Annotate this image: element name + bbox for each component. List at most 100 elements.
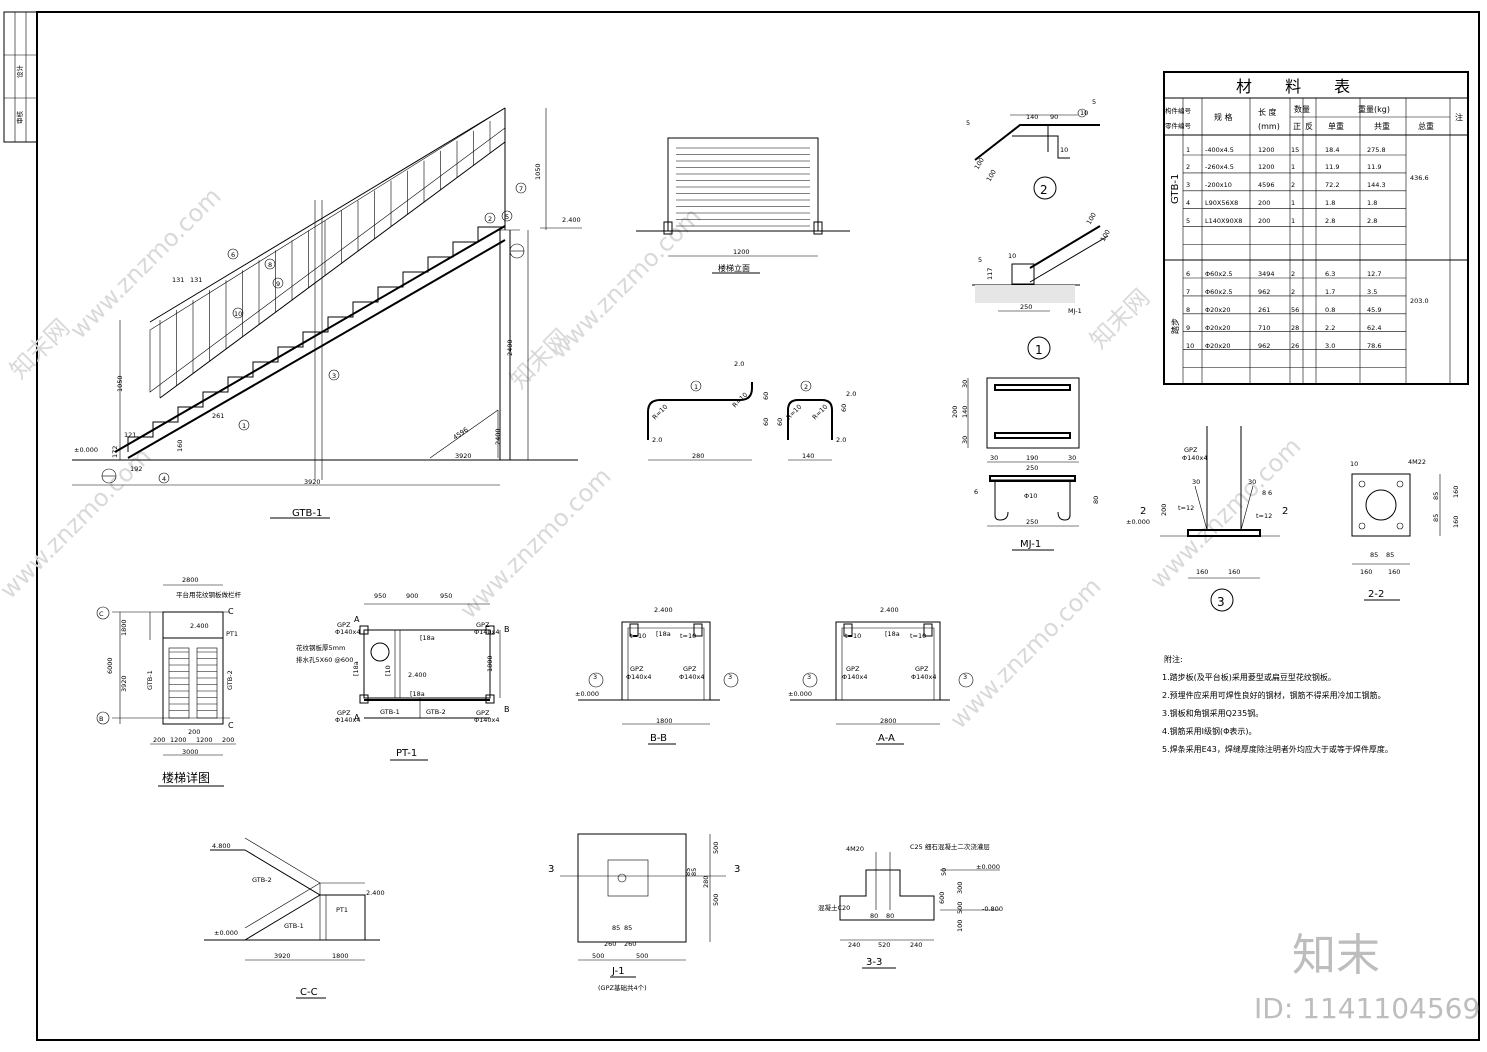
table-cell: 9 bbox=[1186, 324, 1190, 332]
gtb1-dim-131a: 131 bbox=[172, 276, 184, 284]
j1-85a: 85 bbox=[684, 868, 692, 876]
s33-240b: 240 bbox=[910, 941, 922, 949]
elev-dim-1200: 1200 bbox=[733, 248, 750, 256]
step-r10b: R=10 bbox=[731, 391, 750, 410]
elev-title: 楼梯立面 bbox=[718, 263, 750, 273]
table-group2-total: 203.0 bbox=[1410, 297, 1429, 305]
s33-title: 3-3 bbox=[866, 957, 882, 968]
s22-160d: 160 bbox=[1388, 568, 1400, 576]
table-group1: GTB-1 bbox=[1170, 174, 1181, 204]
pt1-g2: GTB-2 bbox=[426, 708, 446, 716]
table-h-spec: 规 格 bbox=[1214, 112, 1233, 122]
step-d60a: 60 bbox=[762, 392, 770, 400]
note-2: 2.预埋件应采用可焊性良好的钢材，钢筋不得采用冷加工钢筋。 bbox=[1162, 690, 1386, 700]
table-cell: Φ20x20 bbox=[1205, 342, 1231, 350]
plan-sec-c1: C bbox=[228, 607, 234, 616]
table-cell: 3 bbox=[1186, 181, 1190, 189]
plan-g1: GTB-1 bbox=[146, 670, 154, 690]
plan-d6000: 6000 bbox=[106, 657, 114, 674]
d1-250: 250 bbox=[1020, 303, 1032, 311]
table-cell: 2 bbox=[1291, 270, 1295, 278]
s22-m22: 4M22 bbox=[1408, 458, 1426, 466]
table-cell: L140X90X8 bbox=[1205, 217, 1242, 225]
table-h-len-unit: (mm) bbox=[1258, 122, 1280, 131]
table-cell: -400x4.5 bbox=[1205, 146, 1234, 154]
d3-gpzsize: Φ140x4 bbox=[1182, 454, 1208, 462]
j1-s3b: 3 bbox=[734, 864, 740, 875]
table-cell: 2 bbox=[1186, 163, 1190, 171]
table-cell: 1.8 bbox=[1325, 199, 1335, 207]
aa-c3b: 3 bbox=[963, 673, 967, 681]
d3-160b: 160 bbox=[1228, 568, 1240, 576]
d3-t12a: t=12 bbox=[1178, 504, 1194, 512]
d1-100b: 100 bbox=[1099, 228, 1112, 243]
table-cell: 2.8 bbox=[1367, 217, 1377, 225]
gtb1-dim-160: 160 bbox=[176, 440, 184, 452]
plan-d3920: 3920 bbox=[120, 675, 128, 692]
table-cell: 2.2 bbox=[1325, 324, 1335, 332]
table-cell: Φ60x2.5 bbox=[1205, 270, 1233, 278]
j1-500a: 500 bbox=[712, 842, 720, 854]
watermark-site-4: www.znzmo.com bbox=[454, 462, 616, 624]
j1-s3a: 3 bbox=[548, 864, 554, 875]
d3-30a: 30 bbox=[1192, 478, 1200, 486]
gtb1-balloon-6: 6 bbox=[231, 251, 235, 259]
gtb1-dim-121: 121 bbox=[124, 431, 136, 439]
plan-axis-c: C bbox=[99, 610, 104, 618]
mj1-d30d: 30 bbox=[1068, 454, 1076, 462]
table-cell: 1.7 bbox=[1325, 288, 1335, 296]
gtb1-balloon-7: 7 bbox=[519, 185, 523, 193]
d1-117: 117 bbox=[986, 268, 994, 280]
gtb1-balloon-10: 10 bbox=[234, 310, 242, 318]
pt1-plate: 花纹钢板厚5mm bbox=[296, 643, 345, 652]
pt1-gpz1s: Φ140x4 bbox=[335, 628, 361, 636]
pt1-lvl: 2.400 bbox=[408, 671, 427, 679]
gtb1-dim-3920b: 3920 bbox=[455, 452, 472, 460]
bb-gpz1s: Φ140x4 bbox=[626, 673, 652, 681]
d2-5b: 5 bbox=[1092, 98, 1096, 106]
cc-title: C-C bbox=[300, 987, 318, 998]
aa-c18a: [18a bbox=[885, 630, 900, 638]
table-cell: 962 bbox=[1258, 342, 1270, 350]
cc-pt: PT1 bbox=[336, 906, 348, 914]
bb-lvl: 2.400 bbox=[654, 606, 673, 614]
pt1-c18a: [18a bbox=[420, 634, 435, 642]
d2-10: 10 bbox=[1060, 146, 1068, 154]
gtb1-balloon-5: 5 bbox=[505, 213, 509, 221]
step-balloon-2: 2 bbox=[804, 383, 808, 391]
s33-500: 500 bbox=[956, 902, 964, 914]
d2-140: 140 bbox=[1026, 113, 1038, 121]
gtb1-dim-2400v: 2400 bbox=[506, 339, 514, 356]
gtb1-balloon-2: 2 bbox=[488, 215, 492, 223]
step-r10c: R=10 bbox=[785, 403, 804, 422]
table-cell: 1200 bbox=[1258, 146, 1275, 154]
section-bb: 2.400 [18a t=10 t=10 GPZ Φ140x4 GPZ Φ140… bbox=[575, 606, 739, 745]
pt1-sec-b1: B bbox=[504, 625, 510, 634]
table-cell: 28 bbox=[1291, 324, 1299, 332]
s22-160a: 160 bbox=[1452, 486, 1460, 498]
gtb1-dim-1050a: 1050 bbox=[534, 163, 542, 180]
pt1-c18b: [18a bbox=[410, 690, 425, 698]
gtb1-balloon-4: 4 bbox=[162, 475, 166, 483]
table-h-total: 共重 bbox=[1374, 121, 1390, 131]
d1-10: 10 bbox=[1008, 252, 1016, 260]
pt1-c10: [10 bbox=[384, 665, 392, 676]
s33-80b: 80 bbox=[886, 912, 894, 920]
table-cell: -260x4.5 bbox=[1205, 163, 1234, 171]
d3-8: 8 bbox=[1262, 489, 1266, 497]
gtb1-dim-2400: 2.400 bbox=[562, 216, 581, 224]
j1-500d: 500 bbox=[636, 952, 648, 960]
plan-d200c: 200 bbox=[188, 728, 200, 736]
table-title: 材 料 表 bbox=[1236, 77, 1364, 96]
cc-1800: 1800 bbox=[332, 952, 349, 960]
s33-c25: C25 细石混凝土二次浇灌层 bbox=[910, 842, 990, 851]
pt1-title: PT-1 bbox=[396, 748, 417, 759]
table-cell: 72.2 bbox=[1325, 181, 1339, 189]
s22-85c: 85 bbox=[1370, 551, 1378, 559]
gtb1-dim-261: 261 bbox=[212, 412, 224, 420]
mj1-d250b: 250 bbox=[1026, 518, 1038, 526]
bb-c18a: [18a bbox=[656, 630, 671, 638]
table-cell: 200 bbox=[1258, 217, 1270, 225]
title-block bbox=[3, 11, 38, 143]
step-d20d: 2.0 bbox=[836, 436, 846, 444]
